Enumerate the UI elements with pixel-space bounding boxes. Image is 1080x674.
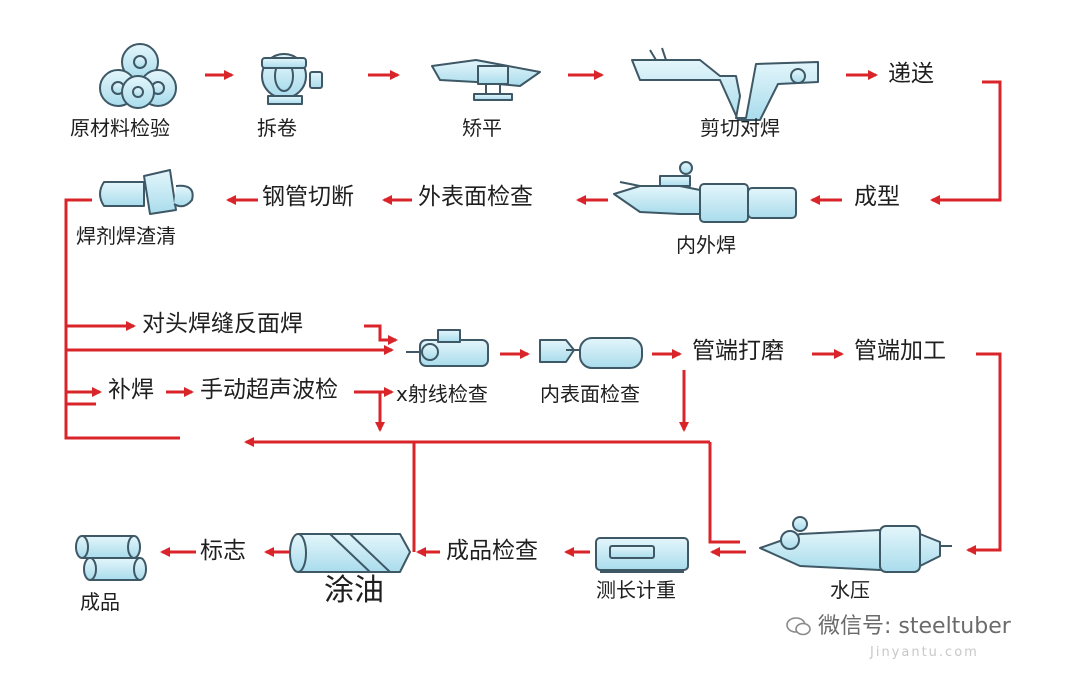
label-leveling: 矫平 — [462, 116, 502, 140]
label-marking: 标志 — [200, 538, 246, 564]
label-inner-outer-weld: 内外焊 — [676, 233, 736, 257]
pipe-cutter-icon — [99, 169, 194, 215]
shear-welder-icon — [631, 47, 819, 121]
length-weight-scale-icon — [595, 537, 689, 573]
label-conveying: 递送 — [888, 61, 934, 87]
label-final-inspection: 成品检查 — [444, 538, 540, 564]
arrow-convey-to-forming — [930, 80, 1002, 205]
arrow-machine-down — [966, 352, 1002, 555]
label-repair-weld: 补焊 — [106, 377, 156, 403]
arrow-reverse-to-xray — [364, 324, 398, 345]
arrow-hydro-up — [708, 442, 740, 544]
finished-pipes-icon — [75, 535, 147, 581]
flow-arrows — [64, 70, 1002, 557]
label-pipe-end-machining: 管端加工 — [852, 338, 948, 364]
arrow-left-spine — [64, 198, 180, 440]
hydro-tester-icon — [759, 516, 952, 573]
label-shear-butt-weld: 剪切对焊 — [700, 116, 780, 140]
label-finished-product: 成品 — [80, 590, 120, 614]
inner-inspection-icon — [539, 337, 643, 369]
label-oiling: 涂油 — [324, 573, 384, 608]
uncoiler-icon — [261, 53, 323, 105]
coil-stack-icon — [99, 43, 177, 109]
leveler-icon — [431, 59, 541, 101]
wechat-icon — [786, 617, 811, 636]
label-hydrostatic-test: 水压 — [830, 578, 870, 602]
label-forming: 成型 — [854, 184, 900, 210]
label-raw-material-inspection: 原材料检验 — [70, 116, 170, 140]
label-reverse-side-weld: 对头焊缝反面焊 — [140, 311, 305, 337]
label-pipe-end-grinding: 管端打磨 — [690, 338, 786, 364]
watermark: 微信号: steeltuber — [786, 608, 1011, 640]
label-xray-inspection: x射线检查 — [396, 382, 488, 406]
watermark-faint: Jinyantu.com — [870, 645, 979, 660]
label-flux-slag-cleaning: 焊剂焊渣清 — [76, 224, 176, 248]
label-pipe-cutting: 钢管切断 — [262, 184, 354, 210]
xray-unit-icon — [406, 329, 489, 367]
label-inner-surface-inspection: 内表面检查 — [540, 382, 640, 406]
label-outer-surface-inspection: 外表面检查 — [418, 184, 533, 210]
inner-outer-welder-icon — [613, 161, 797, 223]
label-uncoiling: 拆卷 — [257, 116, 297, 140]
watermark-text: 微信号: steeltuber — [818, 614, 1011, 639]
oiling-pipe-icon — [289, 533, 411, 573]
label-length-weight-measurement: 测长计重 — [596, 578, 676, 602]
label-manual-ultrasonic: 手动超声波检 — [198, 377, 340, 403]
